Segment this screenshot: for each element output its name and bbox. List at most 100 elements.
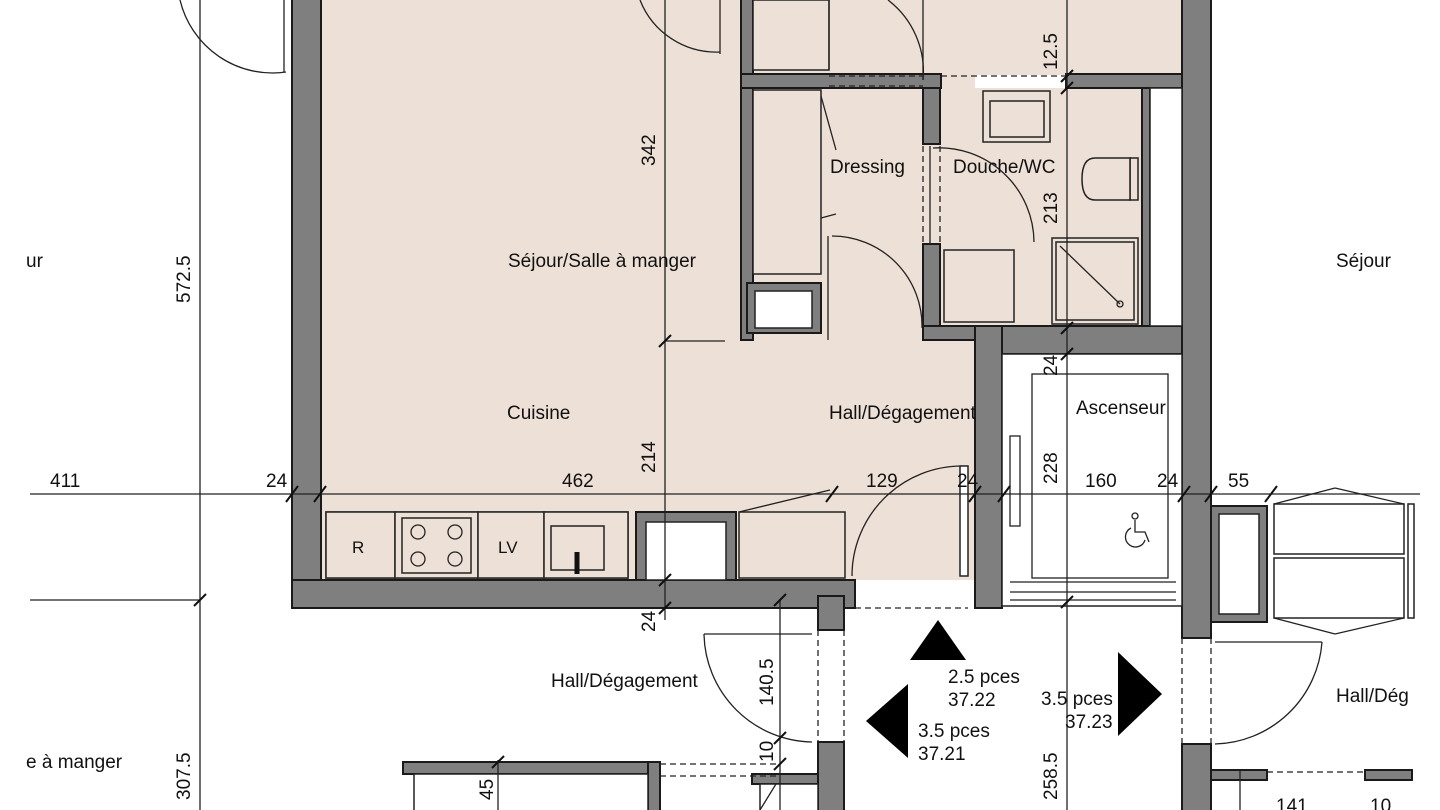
toilet-tank [1129,157,1139,201]
shower-drain [1116,300,1124,308]
dim-307-5: 307.5 [174,752,195,800]
room-label-douche-wc: Douche/WC [953,157,1055,178]
bathroom [943,87,1183,327]
wall-lower-left-box-right [647,761,661,810]
unit-labels: 2.5 pces 37.22 3.5 pces 37.21 3.5 pces 3… [918,667,1113,765]
wall-lower-right-stub [1181,743,1212,810]
neighbour-wardrobe [1273,557,1405,619]
cooktop [401,517,472,574]
room-labels: Séjour/Salle à manger Cuisine Hall/Dégag… [26,157,1409,773]
wall-bottom-main [291,579,856,609]
dim-342: 342 [639,134,660,166]
burner-icon [410,524,426,540]
elevator [1001,353,1183,607]
walls [291,0,1413,810]
wall-douche-right [1141,87,1151,327]
room-label-hall-main: Hall/Dégagement [829,403,977,424]
unit-rooms-3-5-left: 3.5 pces [918,721,990,742]
neighbour-wardrobe [1273,503,1405,555]
dressing-shelf [752,89,822,275]
room-label-hall-right: Hall/Dég [1336,686,1409,707]
dim-214: 214 [639,441,660,473]
door-swing [851,465,963,577]
neighbour-wall-right [1407,503,1415,619]
dim-10: 10 [757,741,778,762]
wall-lower-far-right [1364,769,1413,781]
unit-code-37-23: 37.23 [1065,712,1113,733]
unit-arrow-right-icon [1118,652,1162,736]
dim-12-5: 12.5 [1041,33,1062,70]
neighbour-wardrobe-door [1334,487,1405,505]
dimension-labels-horizontal: 411 24 462 129 24 160 24 55 141 10 [50,471,1391,810]
neighbour-wardrobe-door [1334,617,1405,635]
room-label-sejour-right: Séjour [1336,251,1392,272]
wall-lift-top [974,325,1212,355]
room-label-salle-left: e à manger [26,752,123,773]
dressing-cabinet-opening [754,290,813,329]
dim-24: 24 [639,610,660,632]
unit-rooms-3-5-right: 3.5 pces [1041,689,1113,710]
dim-411: 411 [50,471,80,492]
wall-lower-left-box [402,761,660,775]
neighbour-wardrobe-door [1273,487,1336,505]
dimension-lines [30,0,1420,810]
elevator-cabin [1031,373,1169,579]
room-label-dressing: Dressing [830,157,905,178]
dressing [746,0,837,334]
upper-cabinet [752,0,830,71]
dim-24: 24 [1157,471,1179,492]
lower-left-cabinet [413,773,649,810]
room-label-hall-lower: Hall/Dégagement [551,671,699,692]
dressing-shelf-door [820,213,837,219]
dim-572-5: 572.5 [174,255,195,303]
room-label-sejour-left: ur [26,251,44,272]
wall-door-stub-bottom [817,595,845,631]
unit-code-37-21: 37.21 [918,744,966,765]
room-label-ascenseur: Ascenseur [1076,398,1166,419]
shower-drain-line [1059,245,1121,305]
dim-24: 24 [957,471,979,492]
washbasin-bowl [989,100,1045,138]
wheelchair-icon [1124,512,1150,548]
wall-top-right [1065,73,1185,89]
unit-arrow-left-icon [866,684,908,758]
lower-mid-cabinet-door [759,783,777,810]
toilet-bowl [1081,157,1131,201]
wall-lift-right [1181,0,1212,639]
door-swing [932,147,1035,243]
door-leaf [959,465,969,577]
bath-cupboard [1149,87,1183,327]
wall-lower-right-box [1210,769,1268,781]
unit-code-37-22: 37.22 [948,690,996,711]
burner-icon [447,524,463,540]
dimension-ticks [193,69,1278,771]
dim-160: 160 [1085,471,1117,492]
neighbour-furniture [413,487,1415,810]
door-swing [831,235,923,329]
door-swing [1214,641,1323,745]
dim-129: 129 [866,471,898,492]
dim-45: 45 [477,779,498,800]
burner-icon [410,551,426,567]
room-label-cuisine: Cuisine [507,403,570,424]
lower-mid-cabinet [759,783,819,810]
burner-icon [447,551,463,567]
fridge-unit [325,511,396,579]
dim-24: 24 [266,471,288,492]
dim-213: 213 [1041,192,1062,224]
cabinet-right [738,511,846,579]
dressing-shelf-door [820,95,837,151]
unit-arrow-up-icon [910,620,966,660]
dim-228: 228 [1041,452,1062,484]
wall-left-main [291,0,322,609]
wall-top-mid [740,73,942,89]
wall-douche-left [922,87,941,145]
door-swing [179,0,287,74]
dim-10: 10 [1370,796,1391,810]
unit-rooms-2-5: 2.5 pces [948,667,1020,688]
washing-machine [943,249,1015,323]
unit-arrows [866,620,1162,758]
room-label-sejour-salle: Séjour/Salle à manger [508,251,697,272]
neighbour-wardrobe-door [1273,617,1336,635]
